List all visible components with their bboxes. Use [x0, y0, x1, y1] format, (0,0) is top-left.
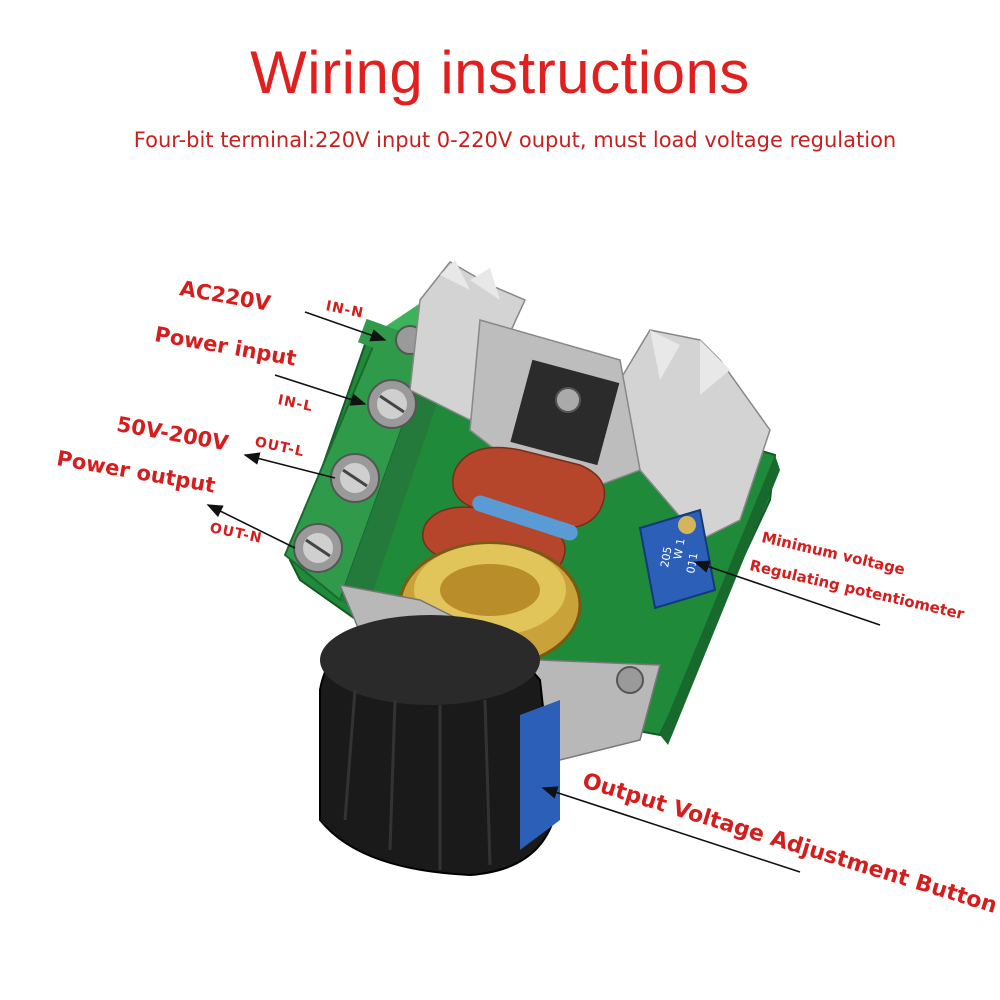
- arrow-in-l: [274, 374, 367, 406]
- arrow-in-n: [304, 311, 387, 342]
- arrow-out-n: [206, 504, 296, 549]
- arrow-knob: [541, 786, 801, 873]
- resistor: [472, 495, 578, 541]
- terminal-screw-3: [293, 523, 343, 573]
- page-subtitle: Four-bit terminal:220V input 0-220V oupu…: [133, 128, 897, 152]
- arrow-pot: [693, 560, 881, 626]
- arrow-out-l: [243, 452, 336, 479]
- terminal-screw-1: [367, 379, 417, 429]
- heatsink-right: [619, 329, 771, 541]
- page-title: Wiring instructions: [250, 39, 750, 106]
- trim-potentiometer: 205 W 1 011: [638, 508, 717, 610]
- pcb-edge: [660, 455, 780, 745]
- pot-marking-1: 205: [658, 546, 674, 569]
- terminal-screw-2: [330, 453, 380, 503]
- adjustment-knob: [319, 615, 560, 877]
- heatsink-left: [409, 260, 527, 422]
- triac: [510, 359, 620, 466]
- pot-marking-2: W 1: [671, 537, 688, 560]
